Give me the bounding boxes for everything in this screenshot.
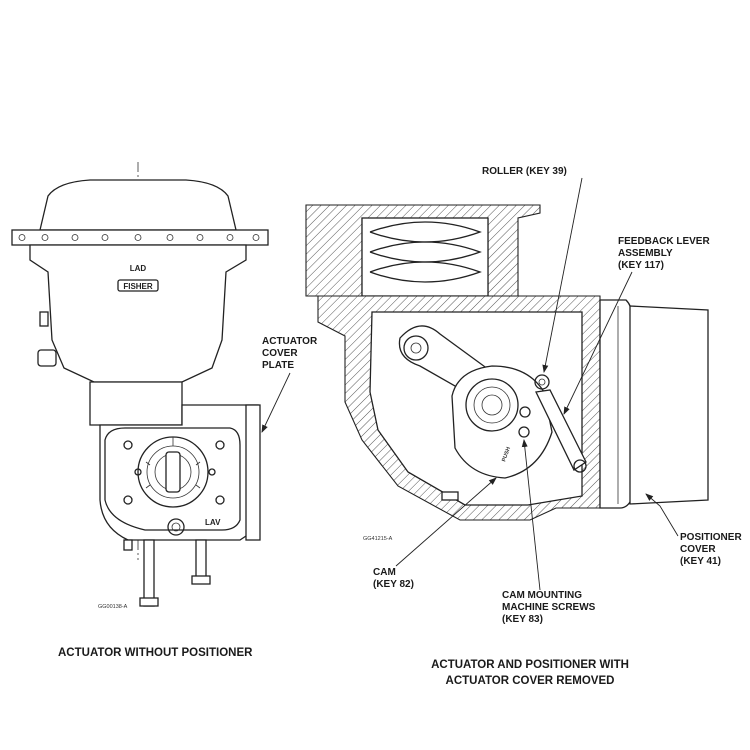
lad-marking: LAD	[130, 264, 147, 273]
left-ref-code: GG00138-A	[98, 604, 128, 610]
left-caption: ACTUATOR WITHOUT POSITIONER	[58, 647, 253, 659]
cam	[451, 365, 553, 479]
nameplate-text: FISHER	[123, 282, 153, 291]
shaft-bushing	[167, 518, 185, 536]
casing-boss-lower	[37, 349, 57, 367]
nameplate	[117, 279, 159, 292]
shaft-hub	[465, 378, 519, 432]
travel-indicator-dial	[137, 436, 209, 508]
positioner-cover	[629, 305, 709, 505]
roller-label: ROLLER (KEY 39)	[482, 166, 567, 177]
cam-screws-label-line3: (KEY 83)	[502, 614, 543, 625]
lever-pivot	[403, 335, 429, 361]
roller-leader	[542, 177, 583, 373]
mounting-studs	[123, 539, 211, 607]
feedback-lever-leader	[563, 271, 633, 415]
cam-mounting-screw-lower	[518, 426, 530, 438]
feedback-lever-label-line1: FEEDBACK LEVER	[618, 236, 710, 247]
feedback-lever-label-line3: (KEY 117)	[618, 260, 664, 271]
cover-plate-label-line2: COVER	[262, 348, 298, 359]
diaphragm-casing-upper	[39, 179, 237, 231]
positioner-cover-leader	[645, 493, 679, 537]
right-caption-line1: ACTUATOR AND POSITIONER WITH	[431, 659, 629, 671]
positioner-cover-label-line2: COVER	[680, 544, 716, 555]
flange-bolts	[18, 234, 260, 241]
cam-label-line1: CAM	[373, 567, 396, 578]
feedback-lever-label-line2: ASSEMBLY	[618, 248, 673, 259]
cam-marking: PUSH	[501, 446, 512, 462]
cam-mounting-screw-upper	[519, 406, 531, 418]
cam-screws-label-line1: CAM MOUNTING	[502, 590, 582, 601]
cover-plate-label-line3: PLATE	[262, 360, 294, 371]
cover-plate-screws	[123, 440, 225, 505]
cam-label-line2: (KEY 82)	[373, 579, 414, 590]
positioner-cover-label-line3: (KEY 41)	[680, 556, 721, 567]
actuator-with-positioner-figure: PUSH GG41215-A ROLLER (KEY 39) FEEDBACK …	[305, 166, 742, 687]
casing-boss-left	[39, 311, 49, 327]
spring-coils	[369, 221, 482, 283]
positioner-cover-rim	[599, 299, 633, 509]
feedback-lever	[535, 389, 587, 471]
cover-plate-label-line1: ACTUATOR	[262, 336, 318, 347]
cam-screws-leader	[521, 439, 541, 591]
right-caption-line2: ACTUATOR COVER REMOVED	[446, 675, 615, 687]
feedback-lever-pivot	[573, 459, 587, 473]
cam-leader	[395, 477, 497, 567]
lav-marking: LAV	[205, 518, 221, 527]
actuator-yoke	[89, 381, 183, 426]
positioner-cover-label-line1: POSITIONER	[680, 532, 742, 543]
spring-cavity	[361, 217, 489, 297]
casing-flange	[11, 229, 269, 246]
roller	[534, 374, 550, 390]
cover-plate-leader	[261, 372, 291, 433]
cam-screws-label-line2: MACHINE SCREWS	[502, 602, 596, 613]
right-ref-code: GG41215-A	[363, 536, 393, 542]
bottom-bolt	[441, 491, 459, 501]
cover-plate-edge	[245, 404, 261, 541]
actuator-without-positioner-figure: LAD FISHER LAV	[11, 162, 318, 659]
